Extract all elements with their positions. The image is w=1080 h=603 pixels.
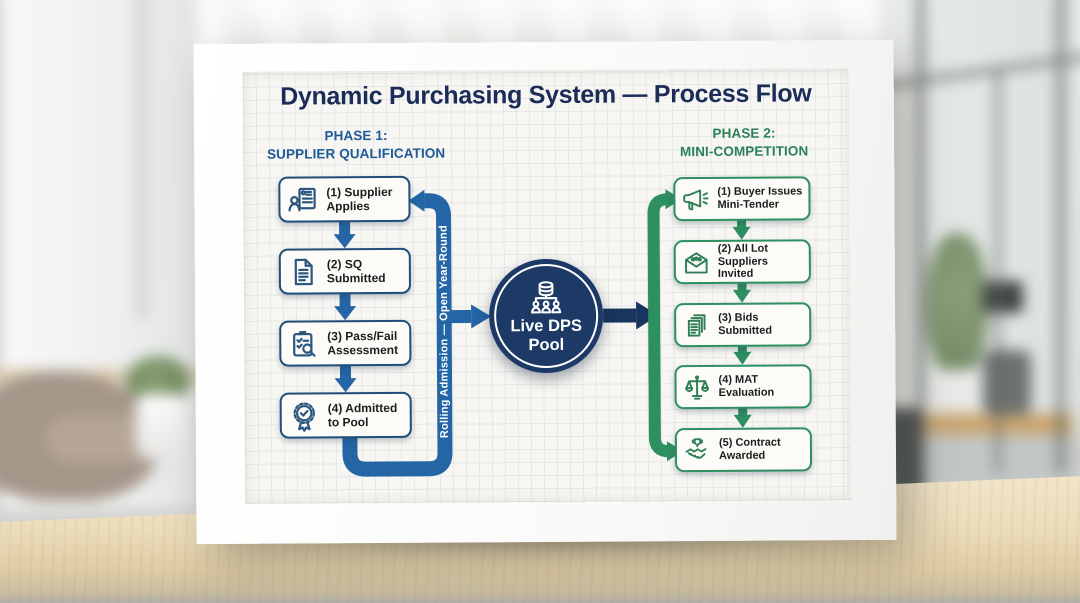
envelope-people-icon — [682, 247, 711, 276]
rolling-admission-label: Rolling Admission — Open Year-Round — [437, 225, 451, 439]
phase1-step-4: (4) Admitted to Pool — [279, 391, 412, 439]
phase1-step-2: (2) SQ Submitted — [278, 247, 412, 295]
hub-to-phase2-arrow — [603, 301, 659, 330]
diagram-paper: Dynamic Purchasing System — Process Flow… — [242, 68, 852, 504]
phase2-step-3: (3) Bids Submitted — [674, 302, 812, 348]
step-label: (4) Admitted to Pool — [327, 400, 398, 430]
phase2-step-2: (2) All Lot Suppliers Invited — [673, 239, 811, 285]
live-dps-pool-hub: Live DPS Pool — [488, 258, 604, 374]
step-label: (1) Buyer Issues Mini-Tender — [717, 185, 803, 211]
document-icon — [287, 255, 320, 288]
rolling-admission-loop — [342, 189, 492, 477]
back-desk — [893, 413, 1073, 435]
glass-frame — [1058, 0, 1063, 473]
office-chair — [983, 350, 1031, 415]
step-label: (2) SQ Submitted — [326, 256, 386, 286]
phase2-step-5: (5) Contract Awarded — [674, 427, 813, 473]
step-label: (5) Contract Awarded — [718, 436, 781, 462]
stacked-documents-icon — [682, 310, 711, 339]
phase2-down-arrows — [732, 219, 752, 428]
glass-frame — [918, 0, 923, 473]
phase2-step-4: (4) MAT Evaluation — [674, 364, 812, 410]
database-network-icon — [526, 278, 566, 316]
phase2-step-1: (1) Buyer Issues Mini-Tender — [673, 176, 811, 222]
glass-frame — [996, 73, 1000, 473]
phase1-down-arrows — [333, 221, 357, 393]
planter-pot — [136, 394, 184, 460]
step-label: (3) Pass/Fail Assessment — [327, 328, 399, 358]
megaphone-icon — [681, 184, 710, 213]
step-label: (1) Supplier Applies — [326, 184, 393, 214]
badge-check-icon — [288, 399, 321, 432]
flow-connectors — [333, 189, 752, 477]
checklist-magnifier-icon — [287, 327, 320, 360]
phase1-step-1: (1) Supplier Applies — [278, 175, 411, 223]
poster-board: Dynamic Purchasing System — Process Flow… — [193, 39, 897, 545]
monitor — [983, 281, 1023, 313]
step-label: (4) MAT Evaluation — [718, 373, 775, 399]
scales-icon — [682, 372, 711, 401]
phase1-step-3: (3) Pass/Fail Assessment — [279, 319, 412, 367]
window-mullion — [138, 0, 146, 318]
handshake-trophy-icon — [683, 435, 712, 464]
step-label: (3) Bids Submitted — [718, 311, 773, 337]
step-label: (2) All Lot Suppliers Invited — [717, 242, 769, 281]
plant — [926, 233, 988, 378]
supplier-applies-icon — [286, 183, 319, 216]
side-table — [0, 370, 228, 381]
hub-label: Live DPS Pool — [510, 317, 583, 354]
